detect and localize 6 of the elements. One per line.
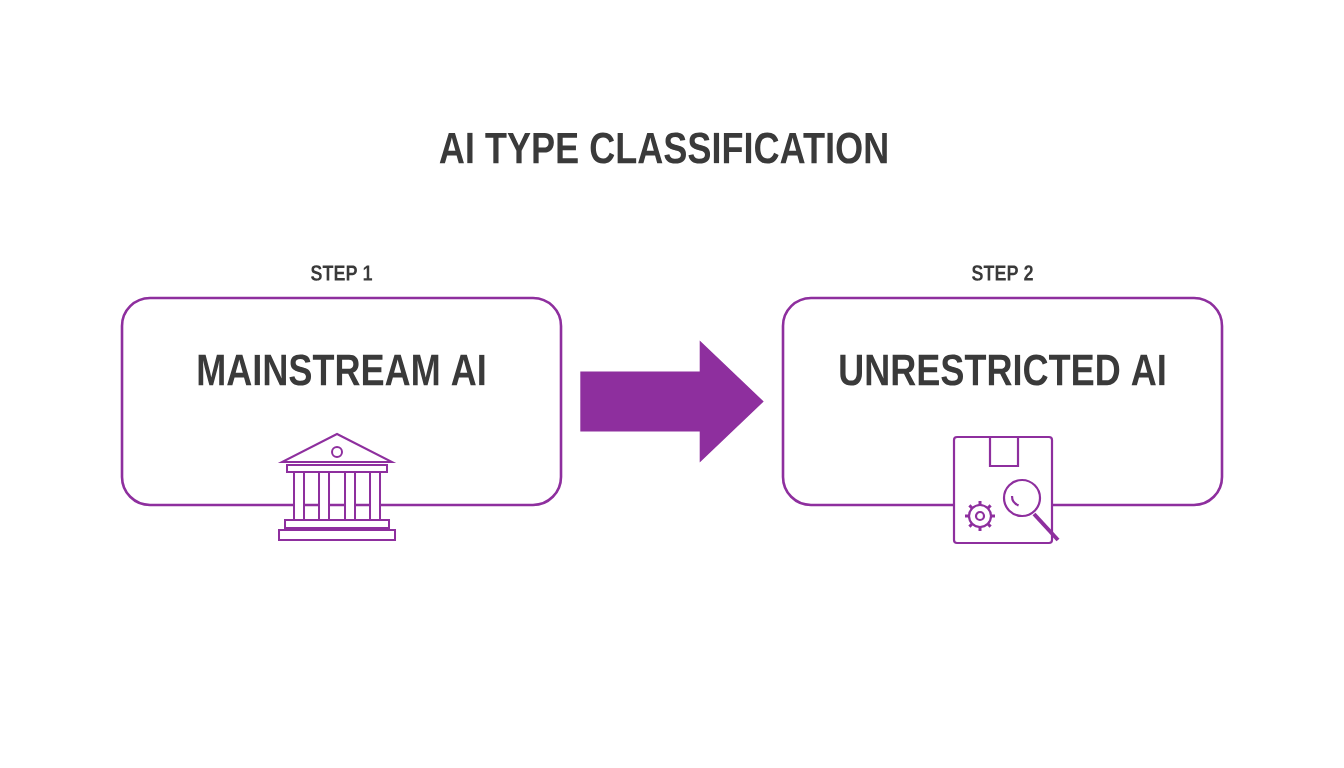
process-box: UNRESTRICTED AI	[781, 296, 1224, 507]
arrow	[580, 340, 764, 463]
step-label: STEP 1	[310, 265, 373, 281]
title: AI TYPE CLASSIFICATION	[439, 132, 887, 164]
step-label: STEP 2	[971, 265, 1033, 281]
process-box: MAINSTREAM AI	[120, 296, 563, 507]
